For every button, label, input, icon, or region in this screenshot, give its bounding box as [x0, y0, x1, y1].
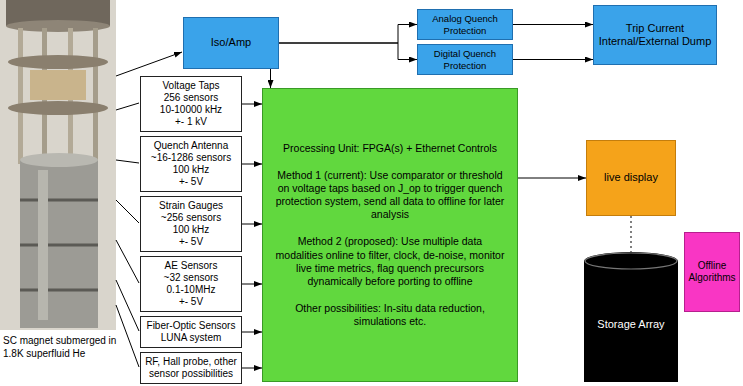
magnet-body — [20, 160, 98, 328]
support-rod — [18, 28, 23, 164]
node-detail: Method 2 (proposed): Use multiple data m… — [273, 235, 507, 288]
leader-line — [116, 103, 139, 110]
process-box: Analog Quench Protection — [417, 9, 513, 40]
node-title: Analog Quench Protection — [422, 13, 508, 36]
leader-line — [116, 200, 139, 223]
sensor-box: Strain Gauges~256 sensors100 kHz+- 5V — [140, 196, 242, 252]
magnet-band — [20, 244, 98, 247]
node-detail: 0.1-10MHz — [167, 284, 216, 296]
node-detail: 100 kHz — [173, 224, 210, 236]
node-title: Strain Gauges — [159, 200, 223, 212]
arrow-connector — [242, 104, 262, 105]
node-detail: Other possibilities: In-situ data reduct… — [273, 302, 507, 328]
support-plate — [8, 55, 108, 69]
node-detail: +- 5V — [179, 236, 203, 248]
magnet-top — [20, 153, 98, 167]
arrow-connector — [518, 178, 586, 179]
leader-line — [116, 280, 139, 331]
node-detail: ~256 sensors — [161, 212, 221, 224]
node-detail: +- 5V — [179, 176, 203, 188]
magnet-band — [20, 289, 98, 292]
node-title: Fiber-Optic Sensors — [147, 320, 236, 332]
arrow-connector — [242, 368, 262, 369]
support-rod — [93, 28, 98, 164]
arrow-connector — [270, 69, 271, 88]
node-title: Voltage Taps — [162, 80, 219, 92]
node-title: Trip Current Internal/External Dump — [598, 22, 712, 48]
magnet-band — [20, 199, 98, 202]
arrow-connector — [279, 25, 417, 44]
arrow-connector — [242, 164, 262, 165]
cylinder-outline — [584, 252, 678, 382]
leader-line — [116, 305, 139, 367]
node-detail: +- 5V — [179, 296, 203, 308]
display-box: live display — [586, 140, 676, 216]
arrow-connector — [242, 224, 262, 225]
sensor-box: Voltage Taps256 sensors10-10000 kHz+- 1 … — [140, 76, 242, 132]
process-box: Trip Current Internal/External Dump — [593, 5, 717, 65]
node-title: Digital Quench Protection — [422, 48, 508, 71]
node-title: Quench Antenna — [154, 140, 229, 152]
processing-box: Processing Unit: FPGA(s) + Ethernet Cont… — [262, 88, 518, 382]
sensor-box: RF, Hall probe, other sensor possibiliti… — [140, 352, 242, 384]
node-title: RF, Hall probe, other sensor possibiliti… — [145, 356, 237, 380]
sensor-box: AE Sensors~32 sensors0.1-10MHz+- 5V — [140, 256, 242, 312]
node-detail: +- 1 kV — [175, 116, 207, 128]
dotted-link — [631, 216, 632, 252]
sensor-box: Fiber-Optic SensorsLUNA system — [140, 316, 242, 348]
node-detail: 10-10000 kHz — [160, 104, 222, 116]
cylinder-lid — [585, 253, 677, 269]
process-box: Iso/Amp — [183, 17, 279, 69]
node-detail: 100 kHz — [173, 164, 210, 176]
arrow-connector — [279, 43, 417, 60]
node-detail: 256 sensors — [164, 92, 218, 104]
node-detail: ~16-1286 sensors — [151, 152, 231, 164]
node-title: Processing Unit: FPGA(s) + Ethernet Cont… — [283, 142, 497, 155]
arrow-connector — [513, 59, 593, 60]
storage-cylinder: Storage Array — [584, 252, 678, 382]
node-title: Offline Algorithms — [688, 260, 736, 284]
node-title: live display — [604, 171, 658, 184]
support-plate — [8, 101, 108, 115]
leader-line — [116, 240, 139, 283]
signal-line — [116, 52, 182, 76]
cylinder-body — [584, 252, 678, 382]
node-title: AE Sensors — [165, 260, 218, 272]
node-detail: LUNA system — [161, 332, 222, 344]
lead-block — [30, 70, 86, 100]
node-title: Iso/Amp — [211, 36, 251, 49]
arrow-connector — [242, 332, 262, 333]
node-detail: ~32 sensors — [164, 272, 219, 284]
arrow-connector — [242, 284, 262, 285]
caption-text: SC magnet submerged in 1.8K superfluid H… — [3, 335, 117, 360]
photo-ground — [0, 0, 116, 330]
magnet-highlight — [38, 170, 48, 320]
algorithm-box: Offline Algorithms — [684, 232, 740, 312]
process-box: Digital Quench Protection — [417, 44, 513, 75]
arrow-connector — [513, 24, 593, 25]
sensor-box: Quench Antenna~16-1286 sensors100 kHz+- … — [140, 136, 242, 192]
leader-line — [116, 160, 139, 163]
node-title: Storage Array — [597, 318, 664, 331]
node-detail: Method 1 (current): Use comparator or th… — [273, 169, 507, 222]
